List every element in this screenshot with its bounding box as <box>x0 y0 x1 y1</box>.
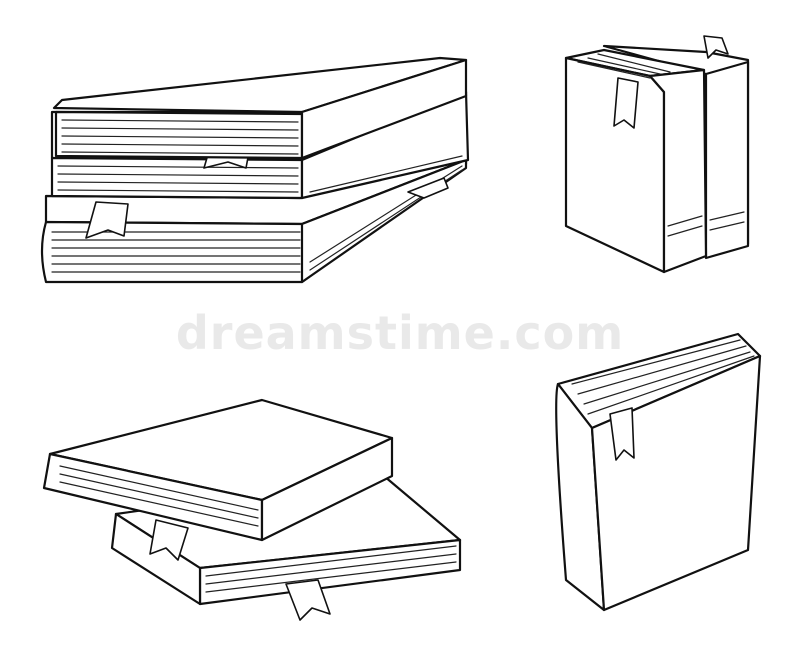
bookmark-ribbon <box>609 407 635 461</box>
bookmark-ribbon <box>703 35 729 59</box>
leaning-book-bottom-pages <box>205 545 457 593</box>
stack-book-top <box>52 56 468 160</box>
two-standing-books <box>564 35 750 274</box>
leaning-book-bottom <box>110 474 462 621</box>
bookmark-ribbon <box>85 201 129 239</box>
bookmark-ribbon <box>407 177 449 199</box>
single-standing-book <box>555 332 762 612</box>
standing-book-back <box>602 35 750 260</box>
two-leaning-books <box>42 398 462 621</box>
standing-book-front <box>564 48 708 274</box>
stack-book-middle-pages <box>57 155 463 193</box>
stack-book-top-pages <box>61 119 299 155</box>
bookmark-ribbon <box>613 77 639 129</box>
stack-book-bottom <box>40 158 468 284</box>
single-book-pages <box>571 339 755 415</box>
bookmark-ribbon <box>285 579 331 621</box>
stack-of-three-books <box>40 56 470 284</box>
standing-book-front-pages <box>577 53 671 79</box>
leaning-book-top <box>42 398 394 561</box>
bookmark-ribbon <box>149 519 189 561</box>
leaning-book-top-pages <box>59 465 259 527</box>
